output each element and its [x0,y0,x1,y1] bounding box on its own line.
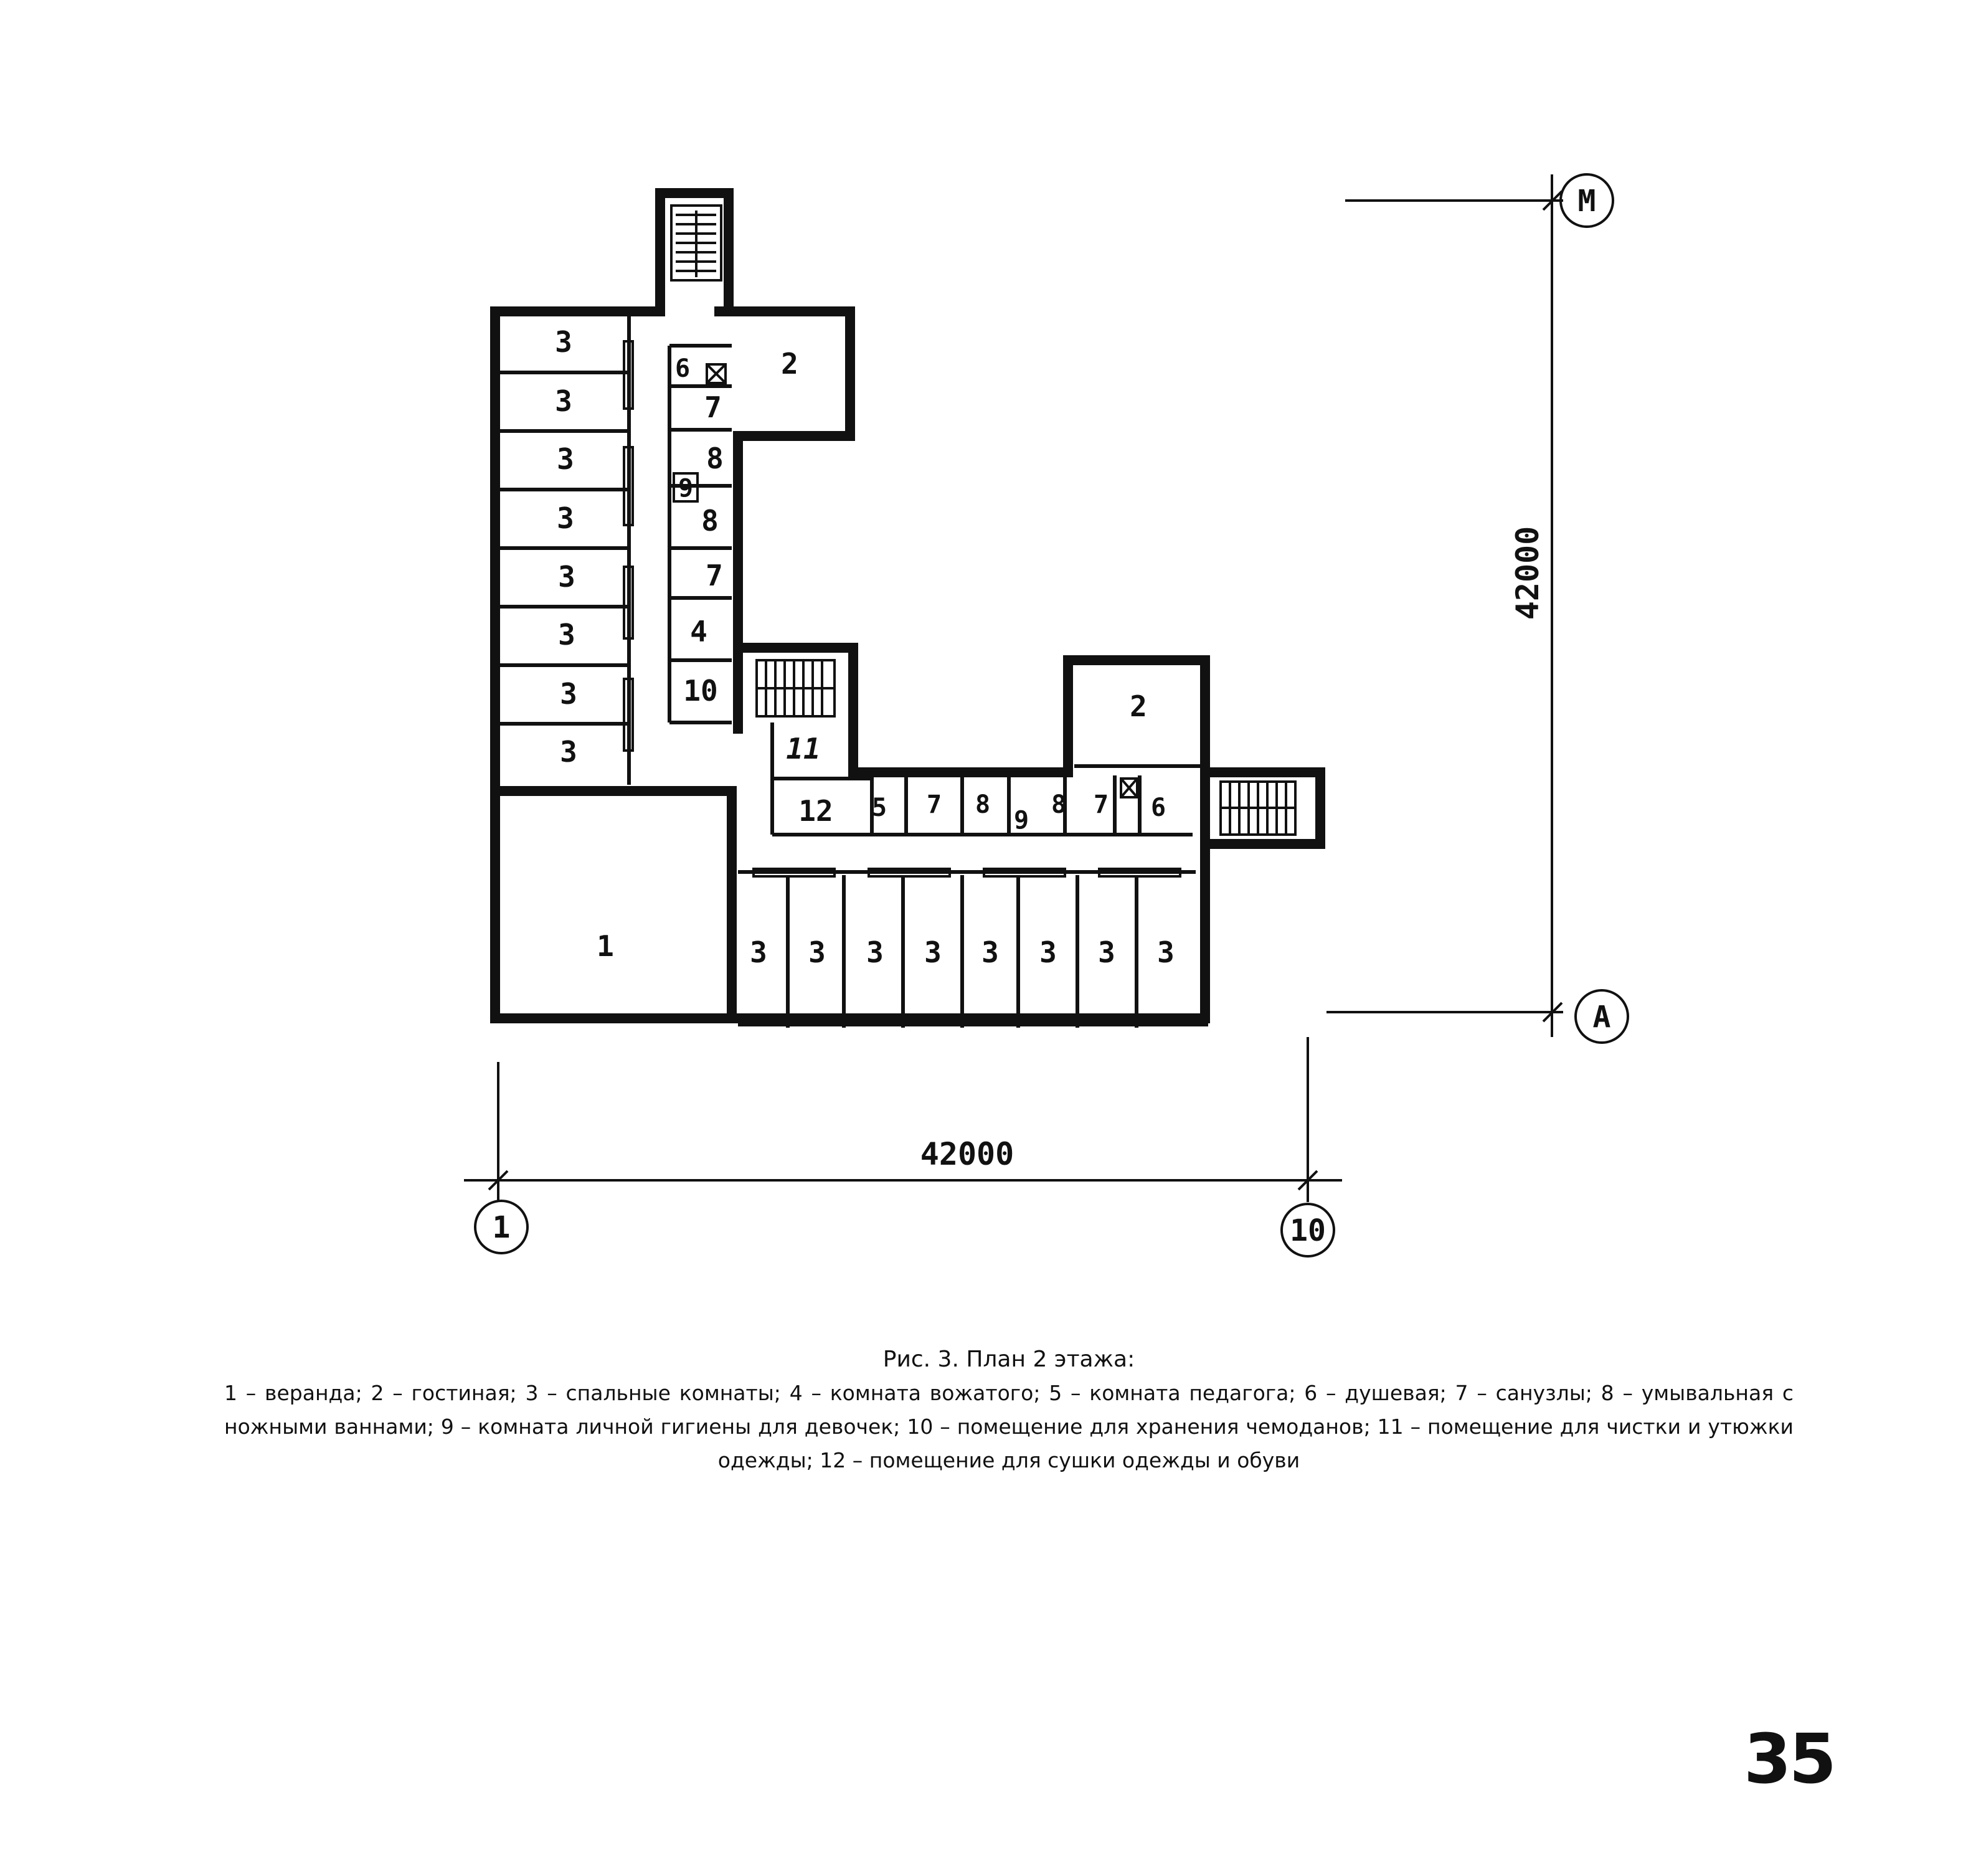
room-label-3: 3 [558,618,575,651]
room-label-8: 8 [1051,790,1066,819]
room-label-8: 8 [706,442,724,475]
room-label-3: 3 [1098,936,1115,969]
caption-legend: 1 – веранда; 2 – гостиная; 3 – спальные … [224,1381,1794,1472]
room-label-6: 6 [675,354,690,383]
room-label-7: 7 [706,559,723,592]
room-label-3: 3 [557,442,574,476]
staircases [670,204,1297,836]
axis-marker-a: А [1593,1000,1611,1035]
room-label-3: 3 [1157,936,1175,969]
room-label-3: 3 [924,936,942,969]
room-label-7: 7 [1094,790,1109,819]
room-labels: 1 2 2 3 3 3 3 3 3 3 3 3 3 3 3 3 3 3 3 4 … [555,325,1175,969]
axis-marker-10: 10 [1290,1213,1326,1248]
room-label-1: 1 [597,929,614,963]
room-label-3: 3 [560,735,577,769]
page-number: 35 [1744,1719,1837,1799]
room-label-10: 10 [683,674,717,708]
dimension-horizontal: 42000 [920,1136,1014,1172]
caption-title: Рис. 3. План 2 этажа: [882,1347,1135,1372]
room-label-4: 4 [690,615,707,648]
room-label-9: 9 [1014,806,1029,835]
dimension-vertical: 42000 [1510,526,1546,620]
room-label-11: 11 [786,732,820,765]
cabinets [623,340,1181,878]
shower-fixtures [673,363,1138,798]
room-label-6: 6 [1151,794,1166,822]
floor-plan: 1 2 2 3 3 3 3 3 3 3 3 3 3 3 3 3 3 3 3 4 … [464,173,1629,1258]
room-label-3: 3 [1039,936,1057,969]
room-label-2-top: 2 [781,347,798,381]
axis-marker-m: М [1578,184,1596,219]
figure-caption: Рис. 3. План 2 этажа: 1 – веранда; 2 – г… [224,1343,1794,1477]
room-label-3: 3 [808,936,826,969]
room-label-2-right: 2 [1130,689,1147,723]
room-label-12: 12 [798,794,833,828]
axis-marker-1: 1 [493,1210,511,1245]
room-label-7: 7 [704,391,722,424]
room-label-3: 3 [750,936,767,969]
room-label-3: 3 [981,936,999,969]
room-label-7: 7 [927,790,942,819]
room-label-3: 3 [558,560,575,594]
room-label-9: 9 [678,474,693,503]
room-label-3: 3 [555,325,572,359]
dimension-lines [464,173,1629,1258]
room-label-5: 5 [872,794,887,822]
room-label-3: 3 [866,936,884,969]
room-label-3: 3 [555,384,572,418]
room-label-8: 8 [975,790,990,819]
outer-walls [490,188,1325,1023]
room-label-8: 8 [701,504,719,538]
room-label-3: 3 [560,677,577,711]
inner-walls [498,316,1208,1028]
dimension-labels: 42000 42000 1 10 М А [493,184,1611,1248]
room-label-3: 3 [557,501,574,535]
